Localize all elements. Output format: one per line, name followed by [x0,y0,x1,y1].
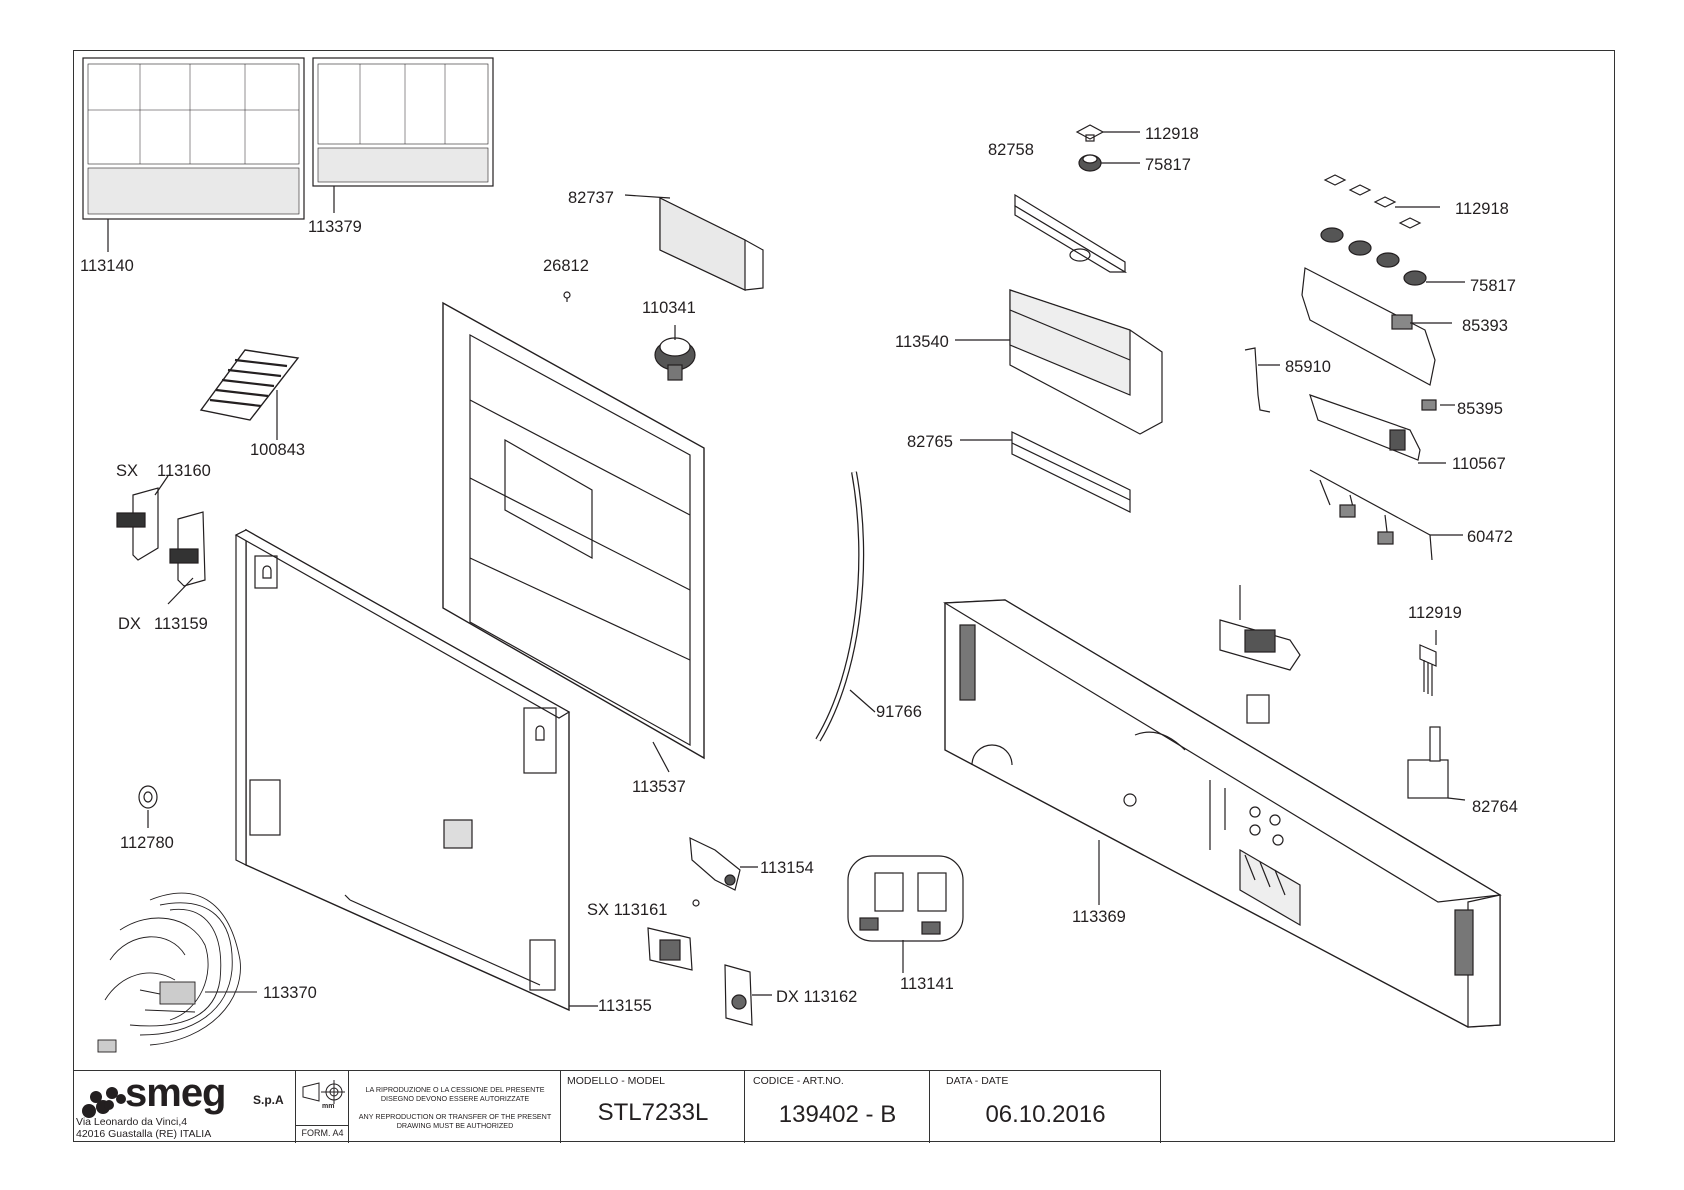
part-label: 82765 [907,433,953,451]
control-panel-113369 [943,599,1502,1028]
button-112918-a [1075,124,1140,142]
part-label: 82758 [988,141,1034,159]
part-label: SX [116,462,138,480]
motor-unit [1219,585,1301,724]
control-box-82737 [624,194,764,291]
part-label: 112780 [120,834,174,852]
units-label: mm [322,1103,335,1110]
part-label: 75817 [1145,156,1191,174]
part-label: 110341 [642,299,696,317]
notice-cell: LA RIPRODUZIONE O LA CESSIONE DEL PRESEN… [349,1071,561,1143]
part-label: 113160 [157,462,211,480]
title-block: smeg S.p.A Via Leonardo da Vinci,4 42016… [73,1070,1161,1143]
hinge-113160 [116,475,169,561]
part-label: 85910 [1285,358,1331,376]
part-label: 113379 [308,218,362,236]
logo-wordmark: smeg [125,1071,226,1115]
cover-85395 [1421,399,1455,411]
part-label: 26812 [543,257,589,275]
model-value: STL7233L [597,1099,709,1126]
part-label: 85393 [1462,317,1508,335]
wiring-harness-113370 [97,892,257,1053]
part-label: 112918 [1455,200,1509,218]
gasket-91766 [815,471,876,742]
part-label: 75817 [1470,277,1516,295]
display-82765 [960,431,1131,513]
part-label: 113369 [1072,908,1126,926]
smeg-logo-icon [82,1087,126,1118]
code-cell: CODICE - ART.NO. 139402 - B [745,1071,930,1143]
switch-82764 [1407,726,1466,801]
notice-english: ANY REPRODUCTION OR TRANSFER OF THE PRES… [358,1112,552,1130]
company-cell: smeg S.p.A Via Leonardo da Vinci,4 42016… [73,1071,296,1143]
cap-112780 [138,785,158,828]
date-label: DATA - DATE [946,1075,1009,1087]
date-cell: DATA - DATE 06.10.2016 [930,1071,1161,1143]
model-cell: MODELLO - MODEL STL7233L [561,1071,745,1143]
part-label: 113159 [154,615,208,633]
code-label: CODICE - ART.NO. [753,1075,844,1087]
part-label: DX 113162 [776,988,857,1006]
inner-door-113537 [442,301,705,773]
button-75817-a [1078,154,1140,172]
knob-110341 [654,325,696,381]
format-label: FORM. A4 [296,1125,349,1138]
screw-26812 [563,291,571,302]
bracket-kit-113141 [847,855,964,973]
part-label: 113537 [632,778,686,796]
hinge-113159 [167,511,206,605]
part-label: 110567 [1452,455,1506,473]
drawing-frame [73,50,1615,1142]
part-label: 60472 [1467,528,1513,546]
bracket-60472 [1309,469,1463,561]
manual-113140 [82,57,305,220]
manual-113379 [312,57,494,187]
label-sheet-100843 [199,349,300,440]
date-value: 06.10.2016 [985,1101,1106,1128]
address-line2: 42016 Guastalla (RE) ITALIA [76,1128,212,1140]
part-label: 113141 [900,975,954,993]
part-label: DX [118,615,141,633]
part-label: 113154 [760,859,814,877]
board-110567 [1309,394,1446,464]
part-label: 82764 [1472,798,1518,816]
hinge-113161 [647,927,693,971]
part-label: 91766 [876,703,922,721]
part-label: 112919 [1408,604,1462,622]
projection-symbol-icon [302,1080,345,1104]
part-label: 82737 [568,189,614,207]
notice-italian: LA RIPRODUZIONE O LA CESSIONE DEL PRESEN… [365,1085,545,1103]
model-label: MODELLO - MODEL [567,1075,666,1087]
button-75817-b [1320,227,1465,286]
company-suffix: S.p.A [253,1093,284,1107]
part-label: 113155 [598,997,652,1015]
format-cell: mm FORM. A4 [296,1071,349,1143]
housing-82758 [1014,193,1128,274]
button-112918-b [1323,174,1440,229]
part-label: 100843 [250,441,305,459]
part-label: 113370 [263,984,317,1002]
part-label: 113540 [895,333,949,351]
part-label: SX 113161 [587,901,667,919]
part-label: 85395 [1457,400,1503,418]
part-label: 112918 [1145,125,1199,143]
latch-113154 [689,837,758,907]
spring-85910 [1244,347,1280,413]
pcb-housing-113540 [955,289,1163,435]
address-line1: Via Leonardo da Vinci,4 [76,1116,188,1128]
switch-112919 [1419,630,1437,696]
part-label: 113140 [80,257,134,275]
door-panel-113155 [234,528,598,1012]
hinge-113162 [724,964,772,1026]
code-value: 139402 - B [778,1101,897,1128]
button-holder-85393 [1301,267,1452,386]
